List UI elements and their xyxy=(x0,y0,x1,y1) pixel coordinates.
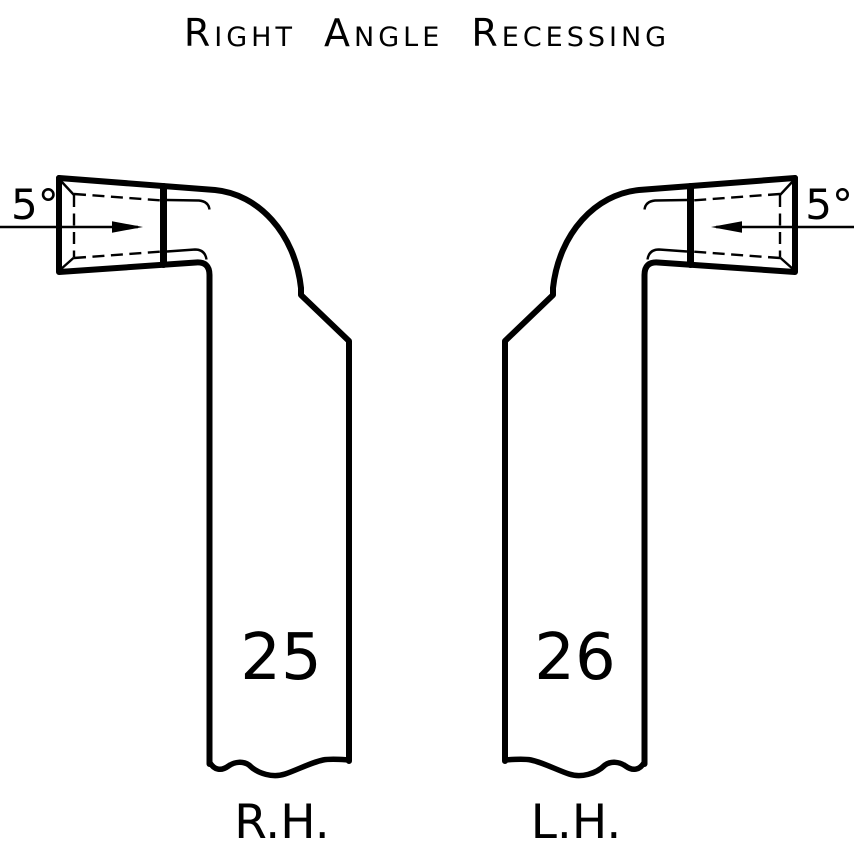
right-hand-label: L.H. xyxy=(531,795,622,850)
left-hand-label: R.H. xyxy=(234,795,329,850)
page-title: Right Angle Recessing xyxy=(183,11,671,55)
right-tool-number: 26 xyxy=(534,621,615,695)
right-angle-label: 5° xyxy=(805,180,853,229)
left-tool-number: 25 xyxy=(240,621,321,695)
left-angle-label: 5° xyxy=(11,180,59,229)
